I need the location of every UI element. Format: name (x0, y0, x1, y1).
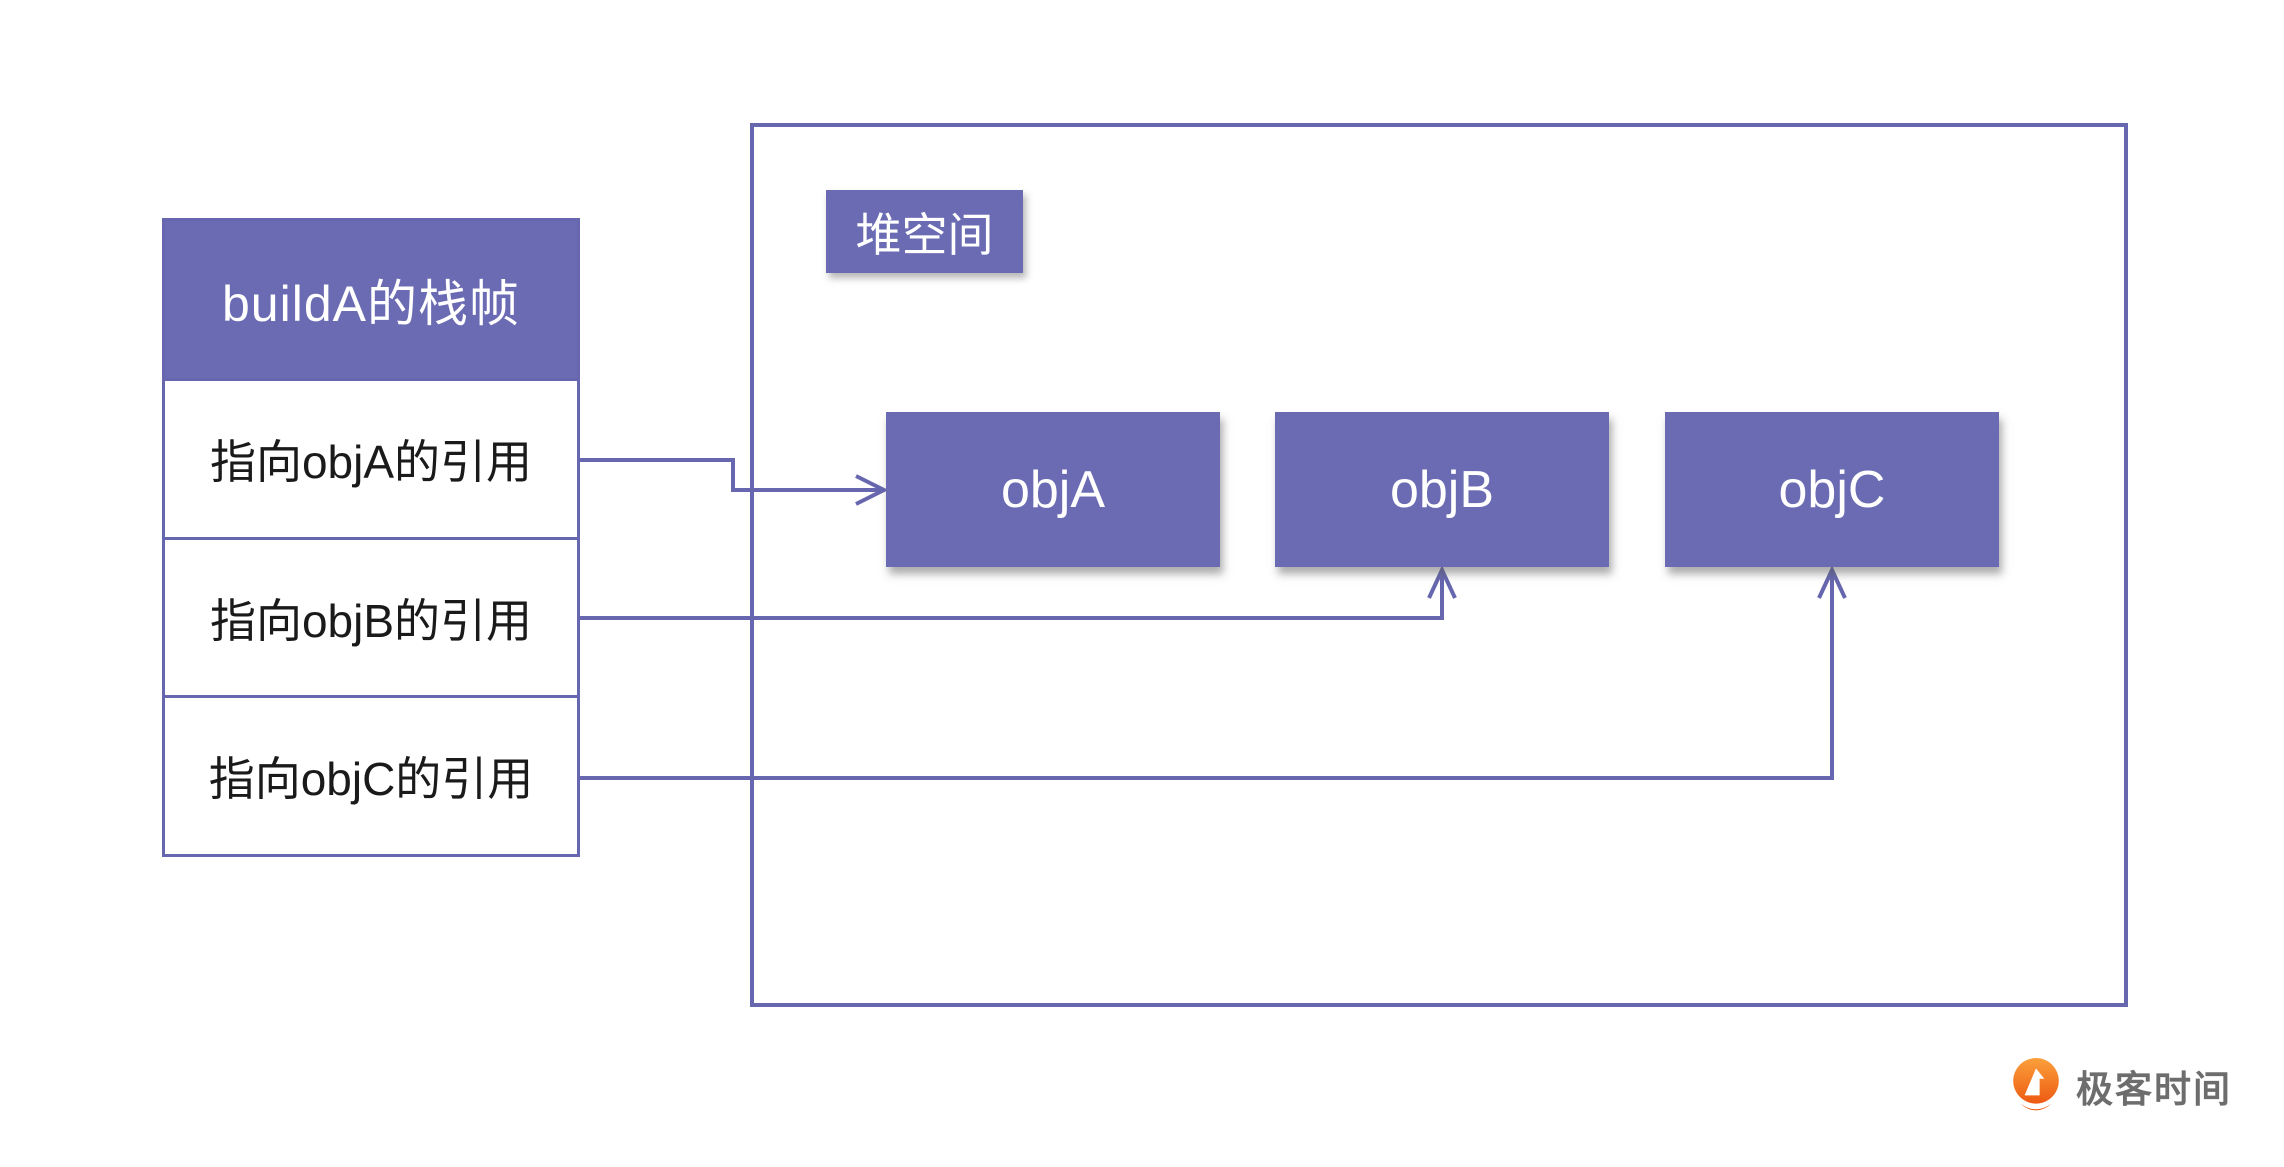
stack-row-objC-ref: 指向objC的引用 (165, 695, 577, 855)
stack-row-objA-ref: 指向objA的引用 (165, 378, 577, 537)
geektime-logo: 极客时间 (2010, 1057, 2232, 1115)
geektime-logo-text: 极客时间 (2076, 1069, 2232, 1110)
objA-box: objA (886, 412, 1220, 567)
heap-space-box (750, 123, 2128, 1007)
stack-frame-table: buildA的栈帧 指向objA的引用 指向objB的引用 指向objC的引用 (162, 218, 580, 857)
objC-box: objC (1665, 412, 1999, 567)
heap-space-label: 堆空间 (826, 190, 1023, 273)
stack-row-objB-ref: 指向objB的引用 (165, 536, 577, 696)
geektime-logo-icon (2013, 1058, 2059, 1111)
objB-box: objB (1275, 412, 1609, 567)
stack-frame-title: buildA的栈帧 (165, 221, 577, 378)
